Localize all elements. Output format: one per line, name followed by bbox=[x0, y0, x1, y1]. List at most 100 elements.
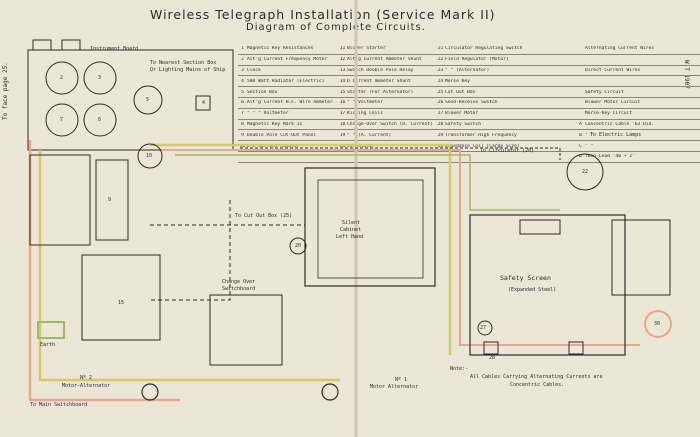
legend-description: Blower Motor bbox=[445, 111, 479, 117]
safety-switch-28b bbox=[568, 341, 584, 355]
legend-description: Transformer High Frequency bbox=[445, 132, 517, 138]
legend-number: 21 bbox=[437, 46, 444, 52]
number-10: 10 bbox=[146, 153, 153, 159]
legend-cell: Safety Circuit bbox=[576, 90, 700, 95]
label-earth: Earth bbox=[40, 342, 56, 348]
switch-panel-left bbox=[29, 154, 91, 246]
label-note: Note:- bbox=[450, 366, 469, 372]
number-2: 2 bbox=[60, 75, 64, 81]
number-7: 7 bbox=[60, 117, 64, 123]
legend-number: 23 bbox=[437, 67, 444, 73]
legend-number: 28 bbox=[437, 121, 444, 127]
meter-5 bbox=[133, 85, 163, 115]
legend-description: " " bbox=[585, 132, 594, 138]
legend-description: Clock bbox=[247, 67, 261, 73]
label-no1-motor: Motor Alternator bbox=[370, 384, 419, 390]
legend-number: A bbox=[579, 121, 582, 127]
legend-description: Starter (For Alternator) bbox=[347, 89, 414, 95]
legend-number: 19 bbox=[339, 132, 346, 138]
legend-cell: 19" " (A. Current) bbox=[338, 133, 436, 138]
number-28: 28 bbox=[489, 355, 496, 361]
legend-number: 1 bbox=[241, 46, 244, 52]
dc-wire-main bbox=[38, 150, 340, 382]
starter-15 bbox=[81, 254, 161, 341]
number-5: 5 bbox=[146, 97, 150, 103]
legend-number: 29 bbox=[437, 132, 444, 138]
legend-number: 8 bbox=[241, 121, 244, 127]
legend-number: 3 bbox=[241, 67, 244, 73]
legend-cell: C" " bbox=[576, 144, 700, 149]
legend-number: 12 bbox=[339, 57, 346, 63]
legend-description: 500 Watt Radiator (Electric) bbox=[247, 78, 325, 84]
legend-number: 22 bbox=[437, 57, 444, 63]
legend-description: Alternating Current Wires bbox=[585, 46, 655, 52]
legend-number: 5 bbox=[241, 89, 244, 95]
number-6: 6 bbox=[98, 117, 102, 123]
legend-number: 11 bbox=[339, 46, 346, 52]
legend-description: Safety Switch bbox=[445, 121, 481, 127]
legend-description: Morse Key bbox=[445, 78, 470, 84]
legend-cell: B" " bbox=[576, 133, 700, 138]
safety-wire bbox=[175, 154, 560, 211]
legend-description: Concentric Cable '63 Dia. bbox=[585, 121, 655, 127]
legend-description: Change-Over Switch (D. Current) bbox=[347, 121, 433, 127]
label-lighting-mains: Or Lighting Mains of Ship bbox=[150, 67, 226, 73]
legend-number: 2 bbox=[241, 57, 244, 63]
legend-number: 9 bbox=[241, 132, 244, 138]
ac-wire-main bbox=[28, 140, 180, 402]
label-silent-2: Cabinet bbox=[340, 227, 362, 233]
label-section-box: To Nearest Section Box bbox=[150, 60, 217, 66]
legend-number: 25 bbox=[437, 89, 444, 95]
right-panel bbox=[611, 219, 671, 296]
legend-description: Magnetic Key Resistances bbox=[247, 46, 314, 52]
impedance-coil-30 bbox=[644, 310, 672, 338]
legend-description: Magnetic Key Mark II bbox=[247, 121, 303, 127]
legend-description: Morse-Key Circuit bbox=[585, 111, 633, 117]
instrument-board-frame bbox=[27, 49, 234, 151]
legend-number: 26 bbox=[437, 100, 444, 106]
resistance-1b bbox=[61, 39, 81, 51]
legend-cell: Direct Current Wires bbox=[576, 68, 700, 73]
legend-description: " " Voltmeter bbox=[347, 100, 383, 106]
legend-cell: 23" " (Alternator) bbox=[436, 68, 576, 73]
legend-description: Double Pole Cut-Out Panel bbox=[247, 132, 317, 138]
number-30: 30 bbox=[654, 321, 661, 327]
legend-number: 7 bbox=[241, 111, 244, 117]
legend-description: Section Box bbox=[247, 89, 278, 95]
legend-description: " " (Alternator) bbox=[445, 67, 490, 73]
label-switchboard: Switchboard bbox=[222, 286, 256, 292]
legend-number: 15 bbox=[339, 89, 346, 95]
legend-number: C bbox=[579, 143, 582, 149]
motor-alternator-2 bbox=[141, 383, 159, 401]
circulator-22 bbox=[566, 153, 604, 191]
legend-cell: 16" " Voltmeter bbox=[338, 100, 436, 105]
legend-description: Alt'g Current H.F. Wire Ammeter bbox=[247, 100, 333, 106]
label-note-line-1: All Cables Carrying Alternating Currents… bbox=[470, 374, 603, 380]
silent-cabinet bbox=[304, 167, 436, 287]
legend-description: Blower Starter bbox=[347, 46, 386, 52]
label-note-line-2: Concentric Cables. bbox=[510, 382, 565, 388]
number-20: 20 bbox=[295, 243, 302, 249]
legend-description: " " bbox=[585, 143, 594, 149]
label-instrument-board: Instrument Board bbox=[90, 46, 139, 52]
legend-description: Direct Current Wires bbox=[585, 67, 641, 73]
dashed-run-1 bbox=[150, 200, 231, 301]
